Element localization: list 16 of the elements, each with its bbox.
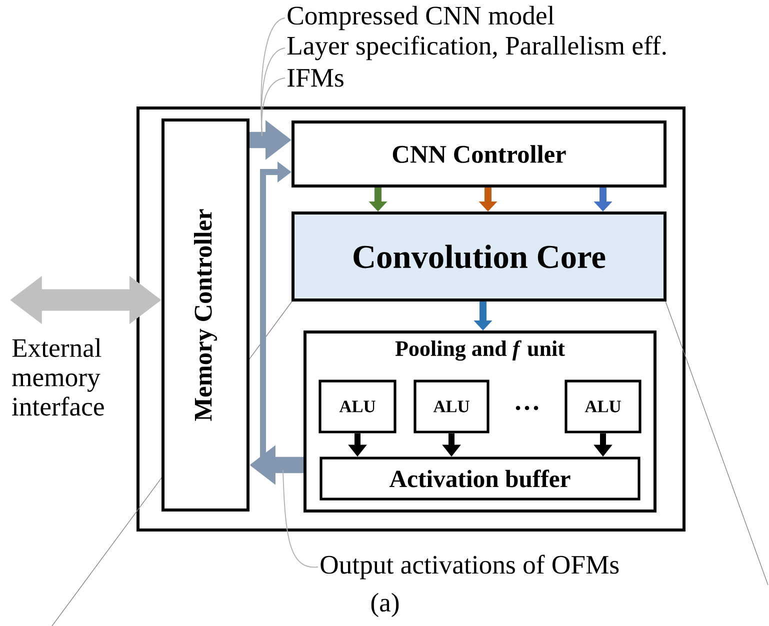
text-label: IFMs — [288, 69, 344, 87]
alu-box: ALU — [414, 380, 490, 434]
controller-box: CNN Controller — [292, 120, 666, 188]
text-label: External memory interface — [12, 338, 104, 416]
controller-box: Memory Controller — [162, 118, 250, 512]
text-label: Layer specification, Parallelism eff. — [287, 36, 666, 60]
alu-box: ALU — [318, 380, 396, 434]
leader-line — [282, 470, 318, 568]
ellipsis: … — [516, 406, 538, 410]
text-label: Output activations of OFMs — [320, 554, 619, 580]
alu-box: ALU — [564, 380, 642, 434]
leader-line — [261, 78, 286, 136]
caption: (a) — [371, 592, 399, 618]
text-label: Compressed CNN model — [288, 6, 554, 30]
buffer-box: Activation buffer — [320, 456, 640, 500]
core-box: Convolution Core — [292, 212, 666, 302]
